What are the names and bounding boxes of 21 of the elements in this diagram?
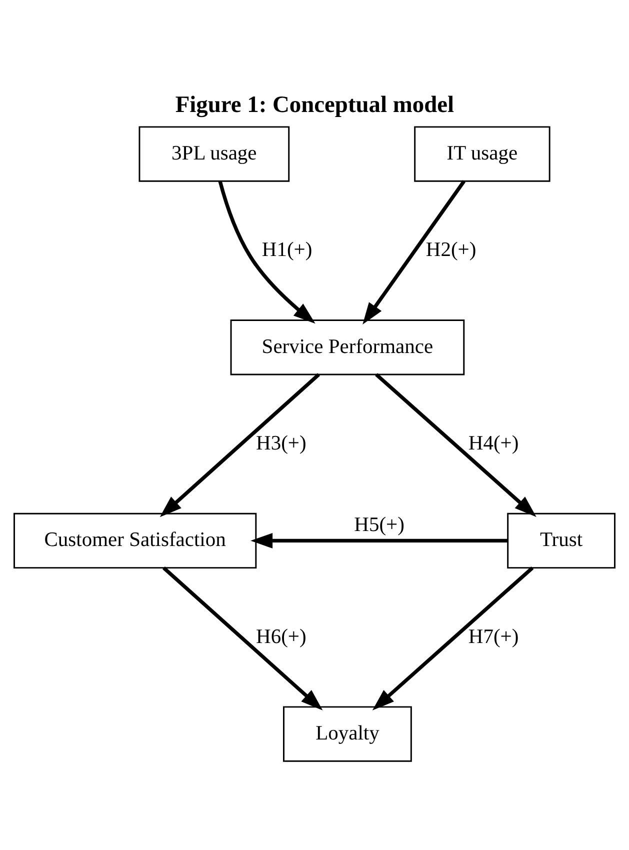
arrow (250, 533, 508, 548)
node-box: Loyalty (283, 706, 412, 762)
edge-label: H3(+) (256, 432, 306, 454)
arrow (375, 373, 536, 518)
edge-label: H2(+) (426, 239, 476, 262)
arrow (160, 373, 320, 518)
diagram-title: Figure 1: Conceptual model (175, 92, 454, 118)
arrow (218, 180, 316, 324)
edge-label: H5(+) (354, 514, 404, 536)
arrow (362, 180, 466, 325)
edge-label: H1(+) (262, 239, 312, 262)
edge-label: H6(+) (256, 626, 306, 648)
arrow (372, 566, 534, 710)
node-box: IT usage (414, 126, 550, 182)
node-box: Service Performance (230, 320, 465, 376)
node-box: 3PL usage (138, 126, 290, 182)
edge-label: H4(+) (468, 432, 519, 454)
node-box: Customer Satisfaction (14, 512, 257, 569)
edge-label: H7(+) (468, 626, 519, 648)
node-box: Trust (507, 512, 616, 569)
arrow (162, 566, 323, 710)
